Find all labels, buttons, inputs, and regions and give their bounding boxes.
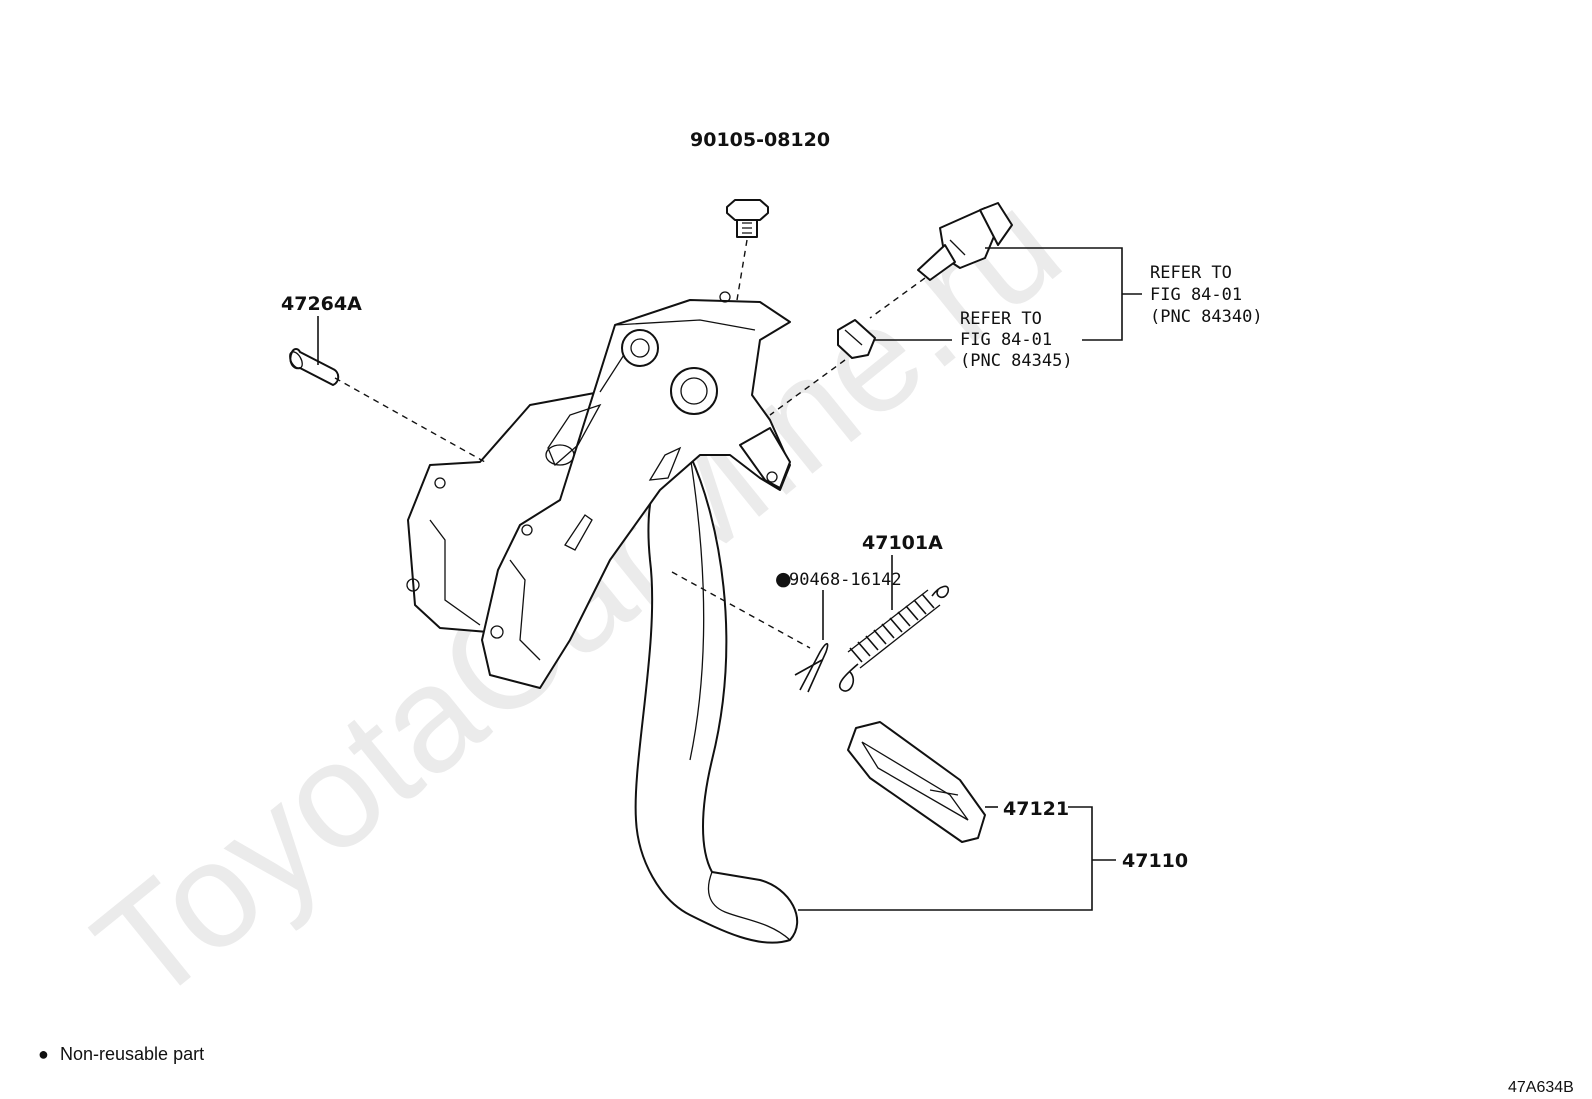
clip-nut-reference-note: REFER TO FIG 84-01 (PNC 84345) <box>960 309 1073 371</box>
svg-text:REFER TO: REFER TO <box>960 309 1042 329</box>
pin-dash <box>334 377 486 463</box>
clip-dash <box>671 571 811 649</box>
bolt-part[interactable] <box>726 199 769 238</box>
callout-bolt[interactable]: 90105-08120 <box>690 129 830 151</box>
return-spring-part[interactable] <box>838 585 950 692</box>
clip-nut-dash <box>769 359 846 416</box>
svg-text:FIG 84-01: FIG 84-01 <box>1150 285 1242 305</box>
switch-dash <box>869 277 926 319</box>
svg-text:(PNC 84345): (PNC 84345) <box>960 351 1073 371</box>
legend-text: Non-reusable part <box>60 1044 204 1064</box>
callout-pad[interactable]: 47121 <box>1003 798 1069 820</box>
figure-code: 47A634B <box>1508 1079 1574 1096</box>
cotter-clip-part[interactable] <box>794 642 829 693</box>
clip-nonreusable-bullet: ● <box>775 568 792 590</box>
pedal-bracket-leader <box>798 806 1093 911</box>
switch-part[interactable] <box>917 202 1013 281</box>
callout-spring[interactable]: 47101A <box>862 532 943 554</box>
callout-clip[interactable]: 90468-16142 <box>789 570 902 590</box>
switch-reference-note: REFER TO FIG 84-01 (PNC 84340) <box>1150 263 1263 327</box>
svg-text:FIG 84-01: FIG 84-01 <box>960 330 1052 350</box>
svg-text:(PNC 84340): (PNC 84340) <box>1150 307 1263 327</box>
callout-pin[interactable]: 47264A <box>281 293 362 315</box>
pedal-pad-part[interactable] <box>847 721 986 843</box>
clip-nut-part[interactable] <box>837 319 876 359</box>
pin-part[interactable] <box>287 348 340 386</box>
svg-text:REFER TO: REFER TO <box>1150 263 1232 283</box>
clutch-pedal-arm[interactable] <box>634 454 799 944</box>
legend-bullet: ● <box>38 1044 49 1064</box>
callout-pedal[interactable]: 47110 <box>1122 850 1188 872</box>
pedal-support-bracket[interactable] <box>406 291 791 689</box>
bolt-leader-dash <box>736 239 748 301</box>
